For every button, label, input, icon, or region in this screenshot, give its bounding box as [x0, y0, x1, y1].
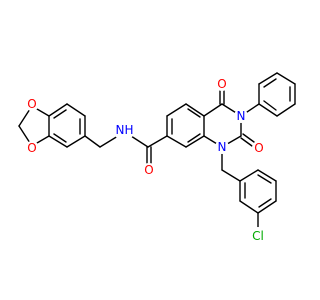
atom-n3: N	[237, 109, 246, 123]
bond	[276, 72, 296, 85]
bond	[147, 135, 168, 148]
atom-o-right: O	[254, 141, 263, 155]
bond	[53, 133, 67, 143]
atom-o-dioxole-top: O	[27, 97, 36, 111]
bond	[166, 135, 187, 148]
bond	[239, 200, 259, 214]
bond	[242, 133, 255, 143]
bond	[36, 135, 50, 144]
bond	[53, 109, 67, 119]
bond	[48, 135, 68, 148]
bond	[84, 135, 101, 148]
bond	[276, 103, 296, 117]
bond	[239, 169, 259, 182]
bond	[257, 169, 277, 182]
atom-chlorine: Cl	[252, 229, 264, 243]
bond	[258, 72, 278, 85]
bond	[258, 103, 278, 117]
bond	[240, 137, 253, 147]
bond	[99, 135, 119, 148]
bond	[187, 133, 201, 143]
bond	[203, 103, 223, 117]
bond	[66, 103, 86, 117]
atom-nh-hydrogen: H	[124, 123, 133, 137]
bond	[263, 100, 277, 111]
bond	[130, 135, 149, 148]
bond	[18, 125, 31, 144]
bond	[257, 174, 272, 184]
bond	[36, 108, 50, 117]
bond	[48, 103, 68, 117]
bond	[263, 78, 277, 88]
bond	[187, 108, 201, 118]
bond	[166, 103, 187, 117]
bond	[258, 198, 272, 208]
bond	[18, 108, 31, 127]
atom-labels: O N O N N H O O O Cl	[25, 77, 267, 245]
atom-o-top: O	[217, 77, 226, 91]
atom-o-amide: O	[144, 163, 153, 177]
bond	[185, 135, 205, 148]
bond	[257, 200, 277, 214]
bond	[185, 103, 205, 117]
atom-nh: N	[116, 123, 125, 137]
atom-n1: N	[218, 140, 227, 154]
bond	[221, 169, 241, 182]
chemical-structure: O N O N N H O O O Cl	[18, 72, 296, 245]
bond	[66, 135, 86, 148]
atom-o-dioxole-bottom: O	[27, 141, 36, 155]
